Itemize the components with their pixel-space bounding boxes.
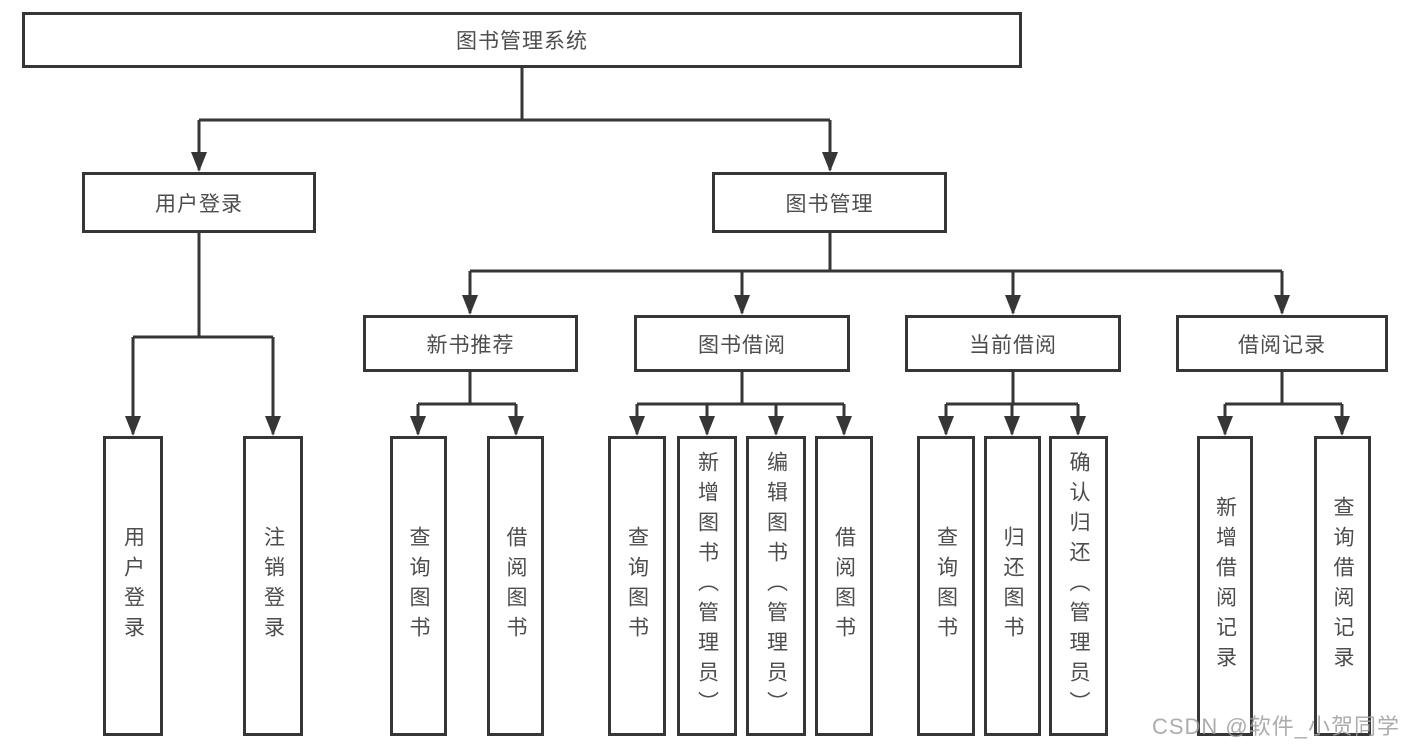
leaf-borrow-books-1: 借阅图书 (487, 436, 544, 736)
wire-book-mgmt-level3 (468, 233, 1284, 313)
wire-book-borrow-leaves (635, 372, 846, 434)
arrow-down-icon (125, 416, 141, 436)
leaf-query-books-1: 查询图书 (390, 436, 447, 736)
node-book-management: 图书管理 (712, 172, 947, 233)
arrow-down-icon (410, 416, 426, 436)
leaf-edit-book-admin: 编辑图书（管理员） (746, 436, 806, 736)
leaf-borrow-books-2-label: 借阅图书 (832, 526, 856, 646)
leaf-logout: 注销登录 (243, 436, 303, 736)
arrow-down-icon (822, 152, 838, 172)
node-user-login-label: 用户登录 (155, 192, 243, 216)
leaf-confirm-return-admin-label: 确认归还（管理员） (1067, 451, 1090, 721)
wire-borrow-records-leaves (1223, 372, 1344, 434)
arrow-down-icon (265, 416, 281, 436)
arrow-down-icon (1217, 416, 1233, 436)
leaf-confirm-return-admin: 确认归还（管理员） (1049, 436, 1108, 736)
wire-current-borrow-leaves (944, 372, 1080, 434)
arrow-down-icon (1004, 416, 1020, 436)
leaf-query-books-3-label: 查询图书 (934, 526, 958, 646)
wire-new-book-leaves (416, 372, 518, 434)
leaf-add-book-admin-label: 新增图书（管理员） (695, 451, 719, 721)
node-book-borrow-label: 图书借阅 (698, 333, 786, 357)
leaf-logout-label: 注销登录 (261, 526, 285, 646)
node-root-label: 图书管理系统 (456, 30, 588, 53)
leaf-user-login: 用户登录 (103, 436, 163, 736)
arrow-down-icon (836, 416, 852, 436)
node-borrow-records: 借阅记录 (1176, 315, 1388, 372)
node-current-borrow-label: 当前借阅 (969, 333, 1057, 357)
node-book-management-label: 图书管理 (785, 192, 874, 216)
leaf-add-book-admin: 新增图书（管理员） (677, 436, 737, 736)
leaf-borrow-books-1-label: 借阅图书 (504, 526, 527, 646)
node-user-login: 用户登录 (82, 172, 316, 233)
leaf-query-books-3: 查询图书 (917, 436, 975, 736)
arrow-down-icon (191, 152, 207, 172)
leaf-borrow-books-2: 借阅图书 (815, 436, 873, 736)
leaf-query-borrow-record-label: 查询借阅记录 (1331, 496, 1354, 676)
arrow-down-icon (734, 295, 750, 315)
node-root: 图书管理系统 (22, 12, 1022, 68)
leaf-user-login-label: 用户登录 (121, 526, 145, 646)
arrow-down-icon (629, 416, 645, 436)
arrow-down-icon (1274, 295, 1290, 315)
node-book-borrow: 图书借阅 (634, 315, 850, 372)
leaf-query-books-2: 查询图书 (608, 436, 666, 736)
leaf-return-book: 归还图书 (984, 436, 1041, 736)
node-new-book-recommend: 新书推荐 (363, 315, 578, 372)
leaf-query-books-1-label: 查询图书 (407, 526, 430, 646)
arrow-down-icon (768, 416, 784, 436)
leaf-add-borrow-record: 新增借阅记录 (1197, 436, 1253, 736)
arrow-down-icon (1070, 416, 1086, 436)
arrow-down-icon (699, 416, 715, 436)
leaf-return-book-label: 归还图书 (1001, 526, 1024, 646)
arrow-down-icon (1334, 416, 1350, 436)
leaf-edit-book-admin-label: 编辑图书（管理员） (764, 451, 788, 721)
leaf-query-borrow-record: 查询借阅记录 (1314, 436, 1371, 736)
wire-user-login-leaves (131, 233, 275, 434)
node-current-borrow: 当前借阅 (905, 315, 1121, 372)
arrow-down-icon (1005, 295, 1021, 315)
arrow-down-icon (508, 416, 524, 436)
leaf-add-borrow-record-label: 新增借阅记录 (1213, 496, 1237, 676)
wire-root-level2 (197, 68, 832, 170)
leaf-query-books-2-label: 查询图书 (625, 526, 649, 646)
node-borrow-records-label: 借阅记录 (1238, 333, 1326, 357)
node-new-book-recommend-label: 新书推荐 (426, 333, 515, 357)
watermark: CSDN @软件_小贺同学 (1151, 714, 1400, 739)
arrow-down-icon (938, 416, 954, 436)
arrow-down-icon (462, 295, 478, 315)
